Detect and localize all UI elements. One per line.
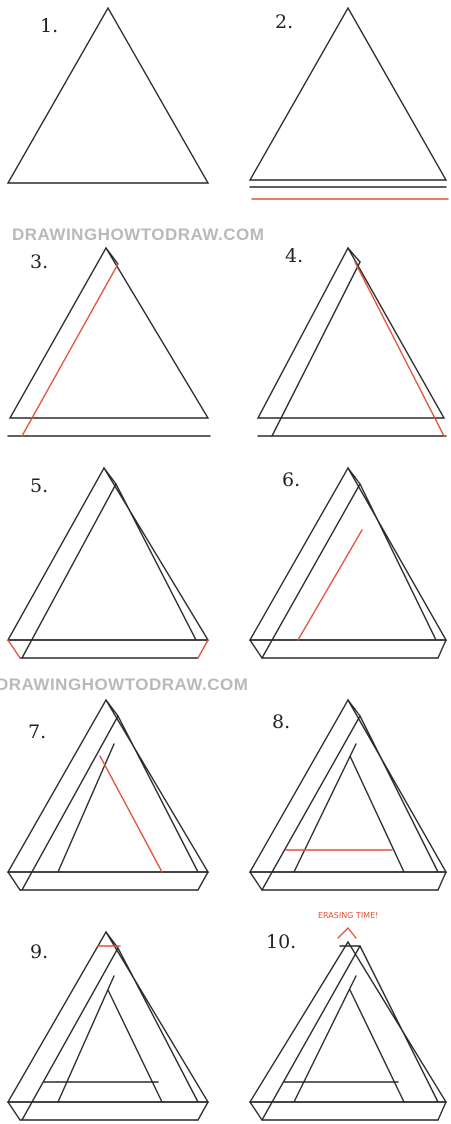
step-5-panel: 5. bbox=[8, 468, 208, 658]
step-4-panel: 4. bbox=[258, 245, 446, 436]
step-1-label: 1. bbox=[40, 15, 58, 37]
step-2-label: 2. bbox=[275, 11, 293, 33]
step-6-right-band bbox=[348, 468, 436, 640]
step-6-panel: 6. bbox=[250, 468, 446, 658]
step-5-highlight-right bbox=[198, 640, 208, 658]
step-7-corner-right bbox=[198, 872, 208, 890]
watermark-top: DRAWINGHOWTODRAW.COM bbox=[12, 225, 264, 244]
step-9-corner-right bbox=[198, 1102, 208, 1120]
step-7-highlight-line bbox=[100, 756, 162, 872]
step-9-right-band bbox=[106, 932, 198, 1102]
step-8-inner-left bbox=[294, 744, 356, 872]
step-9-inner-right bbox=[108, 990, 162, 1102]
step-6-corner-left bbox=[250, 640, 262, 658]
step-10-right-band bbox=[360, 946, 438, 1102]
step-9-left-band bbox=[22, 948, 118, 1120]
step-9-panel: 9. bbox=[8, 932, 208, 1120]
erasing-pointer bbox=[338, 928, 356, 938]
step-5-label: 5. bbox=[30, 475, 48, 497]
step-8-left-band bbox=[262, 716, 360, 890]
step-5-highlight-left bbox=[8, 640, 20, 658]
step-8-inner-right bbox=[350, 756, 404, 872]
step-3-apex-line bbox=[106, 248, 118, 264]
step-3-panel: 3. bbox=[8, 248, 210, 436]
step-4-label: 4. bbox=[285, 245, 303, 267]
step-7-corner-left bbox=[8, 872, 20, 890]
watermark-middle: DRAWINGHOWTODRAW.COM bbox=[0, 675, 248, 694]
step-8-label: 8. bbox=[272, 711, 290, 733]
step-6-left-band bbox=[262, 484, 360, 658]
step-8-right-band bbox=[348, 700, 438, 872]
step-1-triangle bbox=[8, 8, 208, 183]
step-4-left-inner-line bbox=[272, 262, 360, 436]
step-3-highlight-line bbox=[22, 264, 118, 436]
step-8-corner-left bbox=[250, 872, 262, 890]
step-10-corner-right bbox=[438, 1102, 446, 1120]
step-4-triangle bbox=[258, 248, 444, 418]
step-7-right-band bbox=[106, 700, 198, 872]
step-8-corner-right bbox=[438, 872, 446, 890]
step-2-panel: 2. bbox=[250, 8, 448, 199]
step-9-inner-left bbox=[58, 976, 114, 1102]
step-7-panel: 7. bbox=[8, 700, 208, 890]
step-9-corner-left bbox=[8, 1102, 20, 1120]
step-2-triangle bbox=[250, 8, 446, 180]
step-5-right-band bbox=[104, 468, 196, 640]
step-10-panel: 10. ERASING TIME! bbox=[250, 911, 446, 1120]
step-3-triangle bbox=[10, 248, 208, 418]
step-10-inner-right bbox=[350, 990, 404, 1102]
erasing-time-note: ERASING TIME! bbox=[318, 911, 378, 920]
step-4-highlight-line bbox=[355, 262, 444, 436]
step-10-label: 10. bbox=[266, 931, 296, 953]
step-8-panel: 8. bbox=[250, 700, 446, 890]
step-6-highlight-line bbox=[298, 530, 362, 640]
step-10-inner-left bbox=[294, 976, 356, 1102]
step-10-corner-left bbox=[250, 1102, 262, 1120]
step-3-label: 3. bbox=[30, 251, 48, 273]
step-6-label: 6. bbox=[282, 469, 300, 491]
step-7-inner-left bbox=[58, 744, 114, 872]
step-9-label: 9. bbox=[30, 941, 48, 963]
step-6-corner-right bbox=[438, 640, 446, 658]
step-10-left-band bbox=[262, 946, 360, 1120]
step-5-left-band bbox=[22, 484, 116, 658]
step-1-panel: 1. bbox=[8, 8, 208, 183]
step-7-label: 7. bbox=[28, 721, 46, 743]
